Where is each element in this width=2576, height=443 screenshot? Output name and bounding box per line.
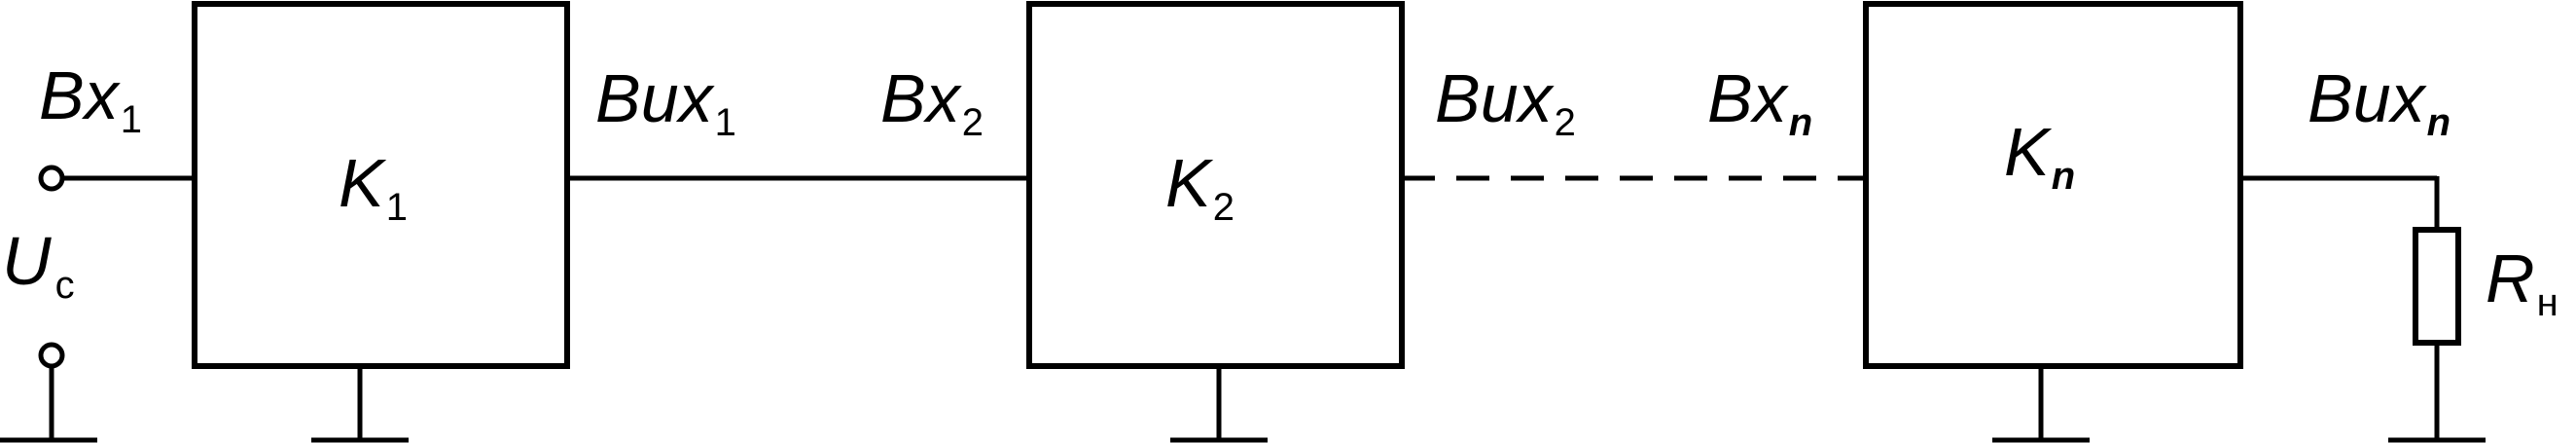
block-k2-label: K2 (1165, 145, 1234, 229)
block-kn-label: Kn (2004, 114, 2075, 198)
block-k2 (1026, 1, 1405, 369)
input1-label: Bx1 (39, 57, 142, 141)
input-terminal-top (38, 165, 65, 192)
output2-label: Bux2 (1435, 60, 1576, 144)
block-k1-label: K1 (339, 145, 408, 229)
block-kn (1863, 1, 2243, 369)
load-resistor (2413, 227, 2461, 346)
input2-label: Bx2 (880, 60, 984, 144)
input-terminal-bottom (38, 342, 65, 369)
output1-label: Bux1 (595, 60, 736, 144)
load-label: Rн (2486, 240, 2558, 324)
block-k1 (192, 1, 570, 369)
inputn-label: Bxn (1707, 60, 1812, 144)
outputn-label: Buxn (2308, 60, 2451, 144)
